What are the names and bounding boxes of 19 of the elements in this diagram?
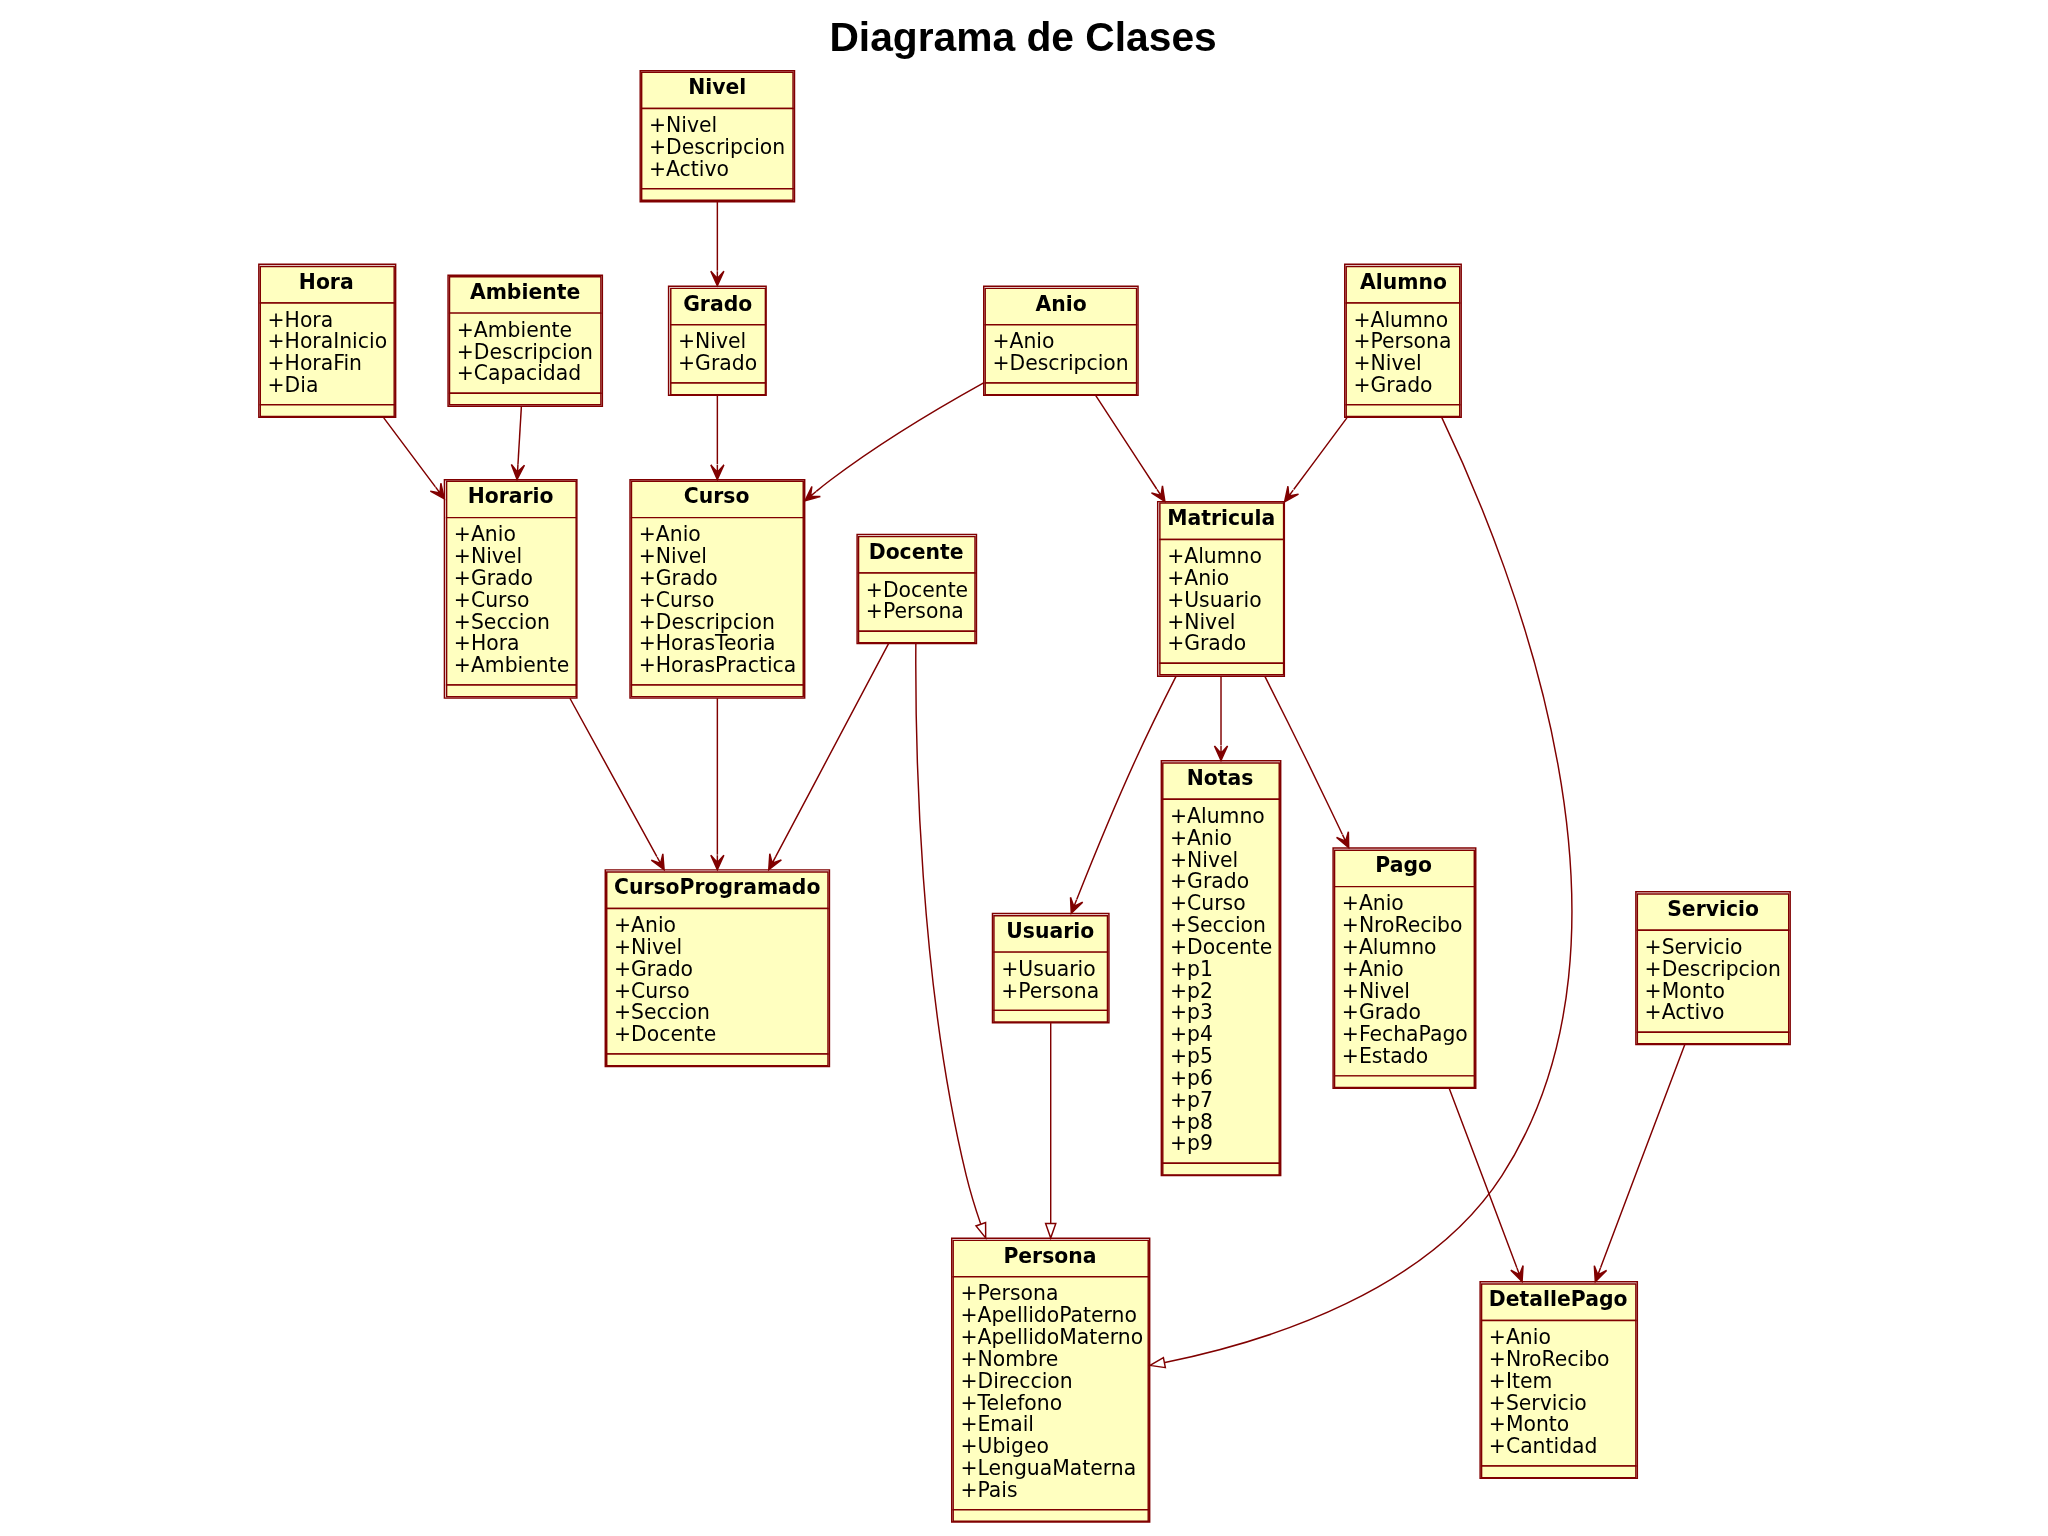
arrow: [1147, 416, 1573, 1369]
arrow: [914, 643, 986, 1241]
arrow: [709, 394, 725, 481]
arrow: [1044, 1022, 1057, 1241]
arrow: [1263, 675, 1349, 849]
arrow: [1069, 675, 1177, 914]
arrow: [709, 201, 725, 287]
arrow: [709, 697, 725, 871]
arrow: [1593, 1043, 1685, 1283]
arrow: [1094, 394, 1166, 503]
arrow: [382, 417, 445, 500]
arrow: [1283, 417, 1348, 503]
arrow: [1448, 1087, 1524, 1283]
arrow: [803, 382, 984, 502]
arrow: [767, 643, 889, 871]
arrow: [510, 405, 525, 481]
arrow: [1213, 676, 1228, 762]
diagram-title: Diagrama de Clases: [828, 13, 1217, 60]
arrow: [568, 697, 665, 871]
